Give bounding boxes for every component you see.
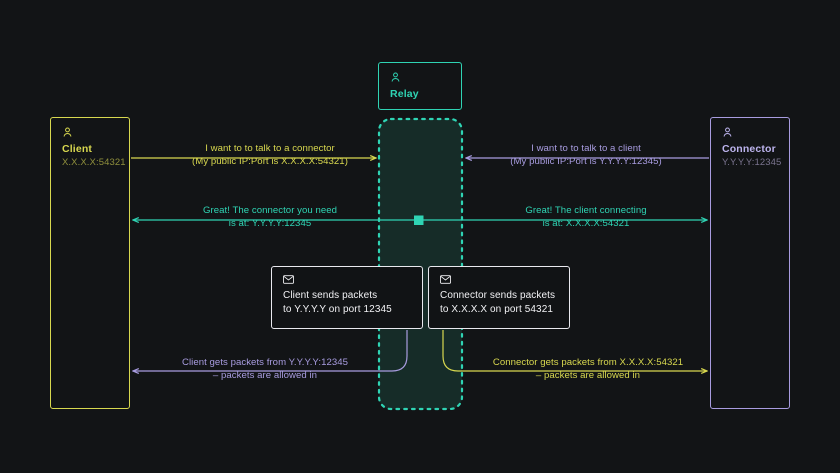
client-node-content: Client X.X.X.X:54321 [51, 118, 129, 169]
edge-connector-receives-curve [442, 330, 668, 372]
label-line-2: is at: Y.Y.Y.Y:12345 [228, 217, 312, 229]
client-node[interactable]: Client X.X.X.X:54321 [50, 117, 130, 409]
edge-client-receives-curve [185, 330, 408, 372]
packet-line-1: Connector sends packets [440, 290, 556, 301]
packet-line-1: Client sends packets [283, 290, 378, 301]
relay-node-content: Relay [379, 63, 461, 101]
relay-title: Relay [390, 88, 419, 100]
label-line-2: (My public IP:Port is X.X.X.X:54321) [192, 155, 348, 167]
person-icon [723, 127, 732, 137]
label-line-1: I want to to talk to a connector [205, 143, 335, 154]
label-line-1: Client gets packets from Y.Y.Y.Y:12345 [182, 357, 348, 368]
person-icon [391, 72, 400, 82]
connector-sends-packets-box[interactable]: Connector sends packets to X.X.X.X on po… [428, 266, 570, 329]
person-icon [63, 127, 72, 137]
label-line-1: I want to to talk to a client [531, 143, 641, 154]
label-relay-reply-client: Great! The connector you need is at: Y.Y… [160, 205, 380, 230]
connector-node-content: Connector Y.Y.Y.Y:12345 [711, 118, 789, 169]
client-address: X.X.X.X:54321 [62, 157, 126, 168]
label-client-request: I want to to talk to a connector (My pub… [160, 143, 380, 168]
label-relay-reply-connector: Great! The client connecting is at: X.X.… [462, 205, 710, 230]
label-connector-request: I want to to talk to a client (My public… [462, 143, 710, 168]
label-line-2: is at: X.X.X.X:54321 [542, 217, 630, 229]
client-sends-packets-box[interactable]: Client sends packets to Y.Y.Y.Y on port … [271, 266, 423, 329]
relay-node-marker [414, 215, 424, 225]
label-client-receives: Client gets packets from Y.Y.Y.Y:12345 –… [140, 357, 390, 382]
label-line-2: – packets are allowed in [212, 369, 318, 381]
connector-address: Y.Y.Y.Y:12345 [722, 157, 782, 168]
envelope-icon [440, 275, 451, 284]
label-line-1: Great! The connector you need [202, 205, 338, 216]
relay-node[interactable]: Relay [378, 62, 462, 110]
label-line-1: Connector gets packets from X.X.X.X:5432… [492, 357, 684, 368]
relay-region [377, 117, 464, 411]
connector-title: Connector [722, 143, 776, 155]
envelope-icon [283, 275, 294, 284]
label-connector-receives: Connector gets packets from X.X.X.X:5432… [460, 357, 716, 382]
client-title: Client [62, 143, 93, 155]
packet-line-2: to X.X.X.X on port 54321 [440, 303, 554, 315]
label-line-2: – packets are allowed in [535, 369, 641, 381]
connector-node[interactable]: Connector Y.Y.Y.Y:12345 [710, 117, 790, 409]
label-line-2: (My public IP:Port is Y.Y.Y.Y:12345) [510, 155, 662, 167]
label-line-1: Great! The client connecting [525, 205, 647, 216]
packet-line-2: to Y.Y.Y.Y on port 12345 [283, 303, 392, 315]
